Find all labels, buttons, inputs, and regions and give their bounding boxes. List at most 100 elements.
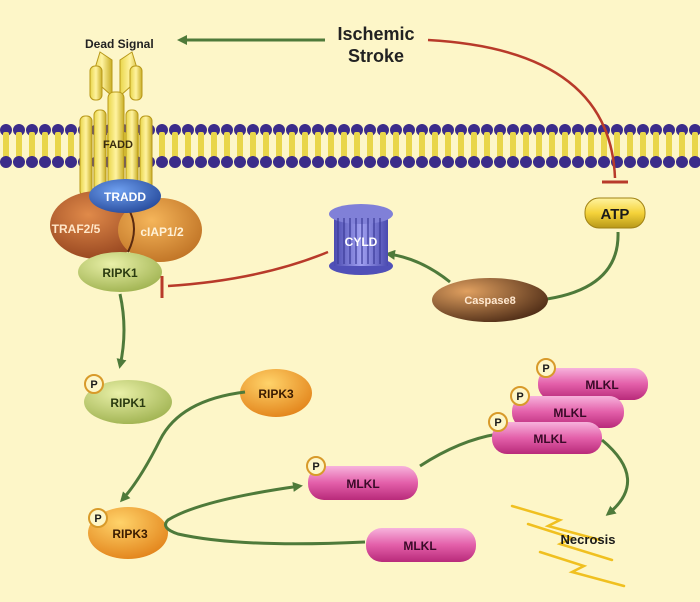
lipid-tail <box>458 132 464 160</box>
lipid-head <box>377 156 389 168</box>
ciap-label: cIAP1/2 <box>140 225 184 239</box>
phospho-mlkl-node: MLKL P <box>306 456 418 500</box>
lipid-head <box>403 156 415 168</box>
phosphate-label: P <box>312 461 319 473</box>
lipid-head <box>455 156 467 168</box>
lipid-tail <box>16 132 22 160</box>
ripk1-to-pripk1-arrow <box>116 293 127 369</box>
lipid-head <box>624 124 636 136</box>
lipid-tail <box>302 132 308 160</box>
lipid-tail <box>263 132 269 160</box>
lipid-head <box>221 156 233 168</box>
phosphate-label: P <box>90 379 97 391</box>
ciap-protein <box>118 198 202 262</box>
death-receptor: FADD <box>79 51 153 203</box>
lipid-head <box>338 156 350 168</box>
lipid-head <box>650 124 662 136</box>
membrane-heads-bottom <box>0 156 700 168</box>
mlkl-stack-item <box>492 422 602 454</box>
lipid-head <box>312 156 324 168</box>
lipid-head <box>156 124 168 136</box>
phosphate-label: P <box>94 513 101 525</box>
phosphate-icon <box>536 358 556 378</box>
lipid-head <box>325 124 337 136</box>
lipid-head <box>26 156 38 168</box>
lipid-head <box>273 124 285 136</box>
lipid-head <box>65 124 77 136</box>
lipid-tail <box>237 132 243 160</box>
mlkl-oligomer: MLKL P MLKL P MLKL P <box>488 358 648 454</box>
tradd-protein <box>89 179 161 213</box>
lipid-tail <box>653 132 659 160</box>
lipid-tail <box>185 132 191 160</box>
lipid-head <box>234 156 246 168</box>
lipid-head <box>611 124 623 136</box>
stroke-inhibits-atp-line <box>427 38 617 179</box>
caspase8-node: Caspase8 <box>432 278 548 322</box>
lipid-head <box>559 156 571 168</box>
lipid-head <box>546 156 558 168</box>
lipid-head <box>546 124 558 136</box>
lipid-head <box>572 124 584 136</box>
lipid-tail <box>250 132 256 160</box>
lipid-head <box>507 156 519 168</box>
lipid-head <box>559 124 571 136</box>
cyld-inhibits-ripk1-line <box>167 250 329 288</box>
lipid-head <box>377 124 389 136</box>
lipid-head <box>65 156 77 168</box>
lipid-tail <box>497 132 503 160</box>
lipid-head <box>429 156 441 168</box>
lipid-head <box>247 124 259 136</box>
lipid-head <box>663 156 675 168</box>
lipid-head <box>585 124 597 136</box>
lipid-head <box>169 156 181 168</box>
lipid-tail <box>198 132 204 160</box>
lipid-tail <box>68 132 74 160</box>
lipid-head <box>507 124 519 136</box>
lipid-tail <box>380 132 386 160</box>
dead-signal-label: Dead Signal <box>85 37 154 51</box>
phosphate-label: P <box>542 363 549 375</box>
lipid-head <box>286 156 298 168</box>
phosphate-icon <box>488 412 508 432</box>
mlkl-stack-label-2: MLKL <box>553 406 586 420</box>
mlkl-stack-item <box>538 368 648 400</box>
phospho-ripk1-node: RIPK1 P <box>84 374 172 424</box>
lipid-head <box>221 124 233 136</box>
lipid-tail <box>419 132 425 160</box>
lipid-head <box>364 156 376 168</box>
lipid-tail <box>172 132 178 160</box>
lipid-head <box>689 156 700 168</box>
lipid-head <box>637 124 649 136</box>
lipid-tail <box>471 132 477 160</box>
lipid-tail <box>3 132 9 160</box>
lipid-head <box>572 156 584 168</box>
lipid-head <box>299 156 311 168</box>
phosphate-icon <box>510 386 530 406</box>
lipid-tail <box>679 132 685 160</box>
lipid-head <box>351 124 363 136</box>
lipid-tail <box>536 132 542 160</box>
lipid-head <box>286 124 298 136</box>
lipid-tail <box>575 132 581 160</box>
lipid-tail <box>354 132 360 160</box>
lipid-head <box>39 124 51 136</box>
ripk3-label: RIPK3 <box>258 387 294 401</box>
lipid-head <box>481 124 493 136</box>
phospho-ripk1-label: RIPK1 <box>110 396 146 410</box>
phospho-ripk3-node: RIPK3 P <box>88 507 168 559</box>
lipid-tail <box>523 132 529 160</box>
atp-label: ATP <box>601 206 630 223</box>
lipid-head <box>676 156 688 168</box>
ischemic-label: Ischemic <box>337 24 414 44</box>
ripk1-ripk3-to-pripk3-arrow <box>119 390 246 503</box>
lipid-head <box>650 156 662 168</box>
lipid-head <box>598 156 610 168</box>
mlkl-label: MLKL <box>403 539 436 553</box>
atp-node: ATP <box>584 197 646 229</box>
lipid-head <box>494 156 506 168</box>
oligomer-to-necrosis-arrow <box>601 438 630 516</box>
lipid-head <box>351 156 363 168</box>
phospho-mlkl-label: MLKL <box>346 477 379 491</box>
